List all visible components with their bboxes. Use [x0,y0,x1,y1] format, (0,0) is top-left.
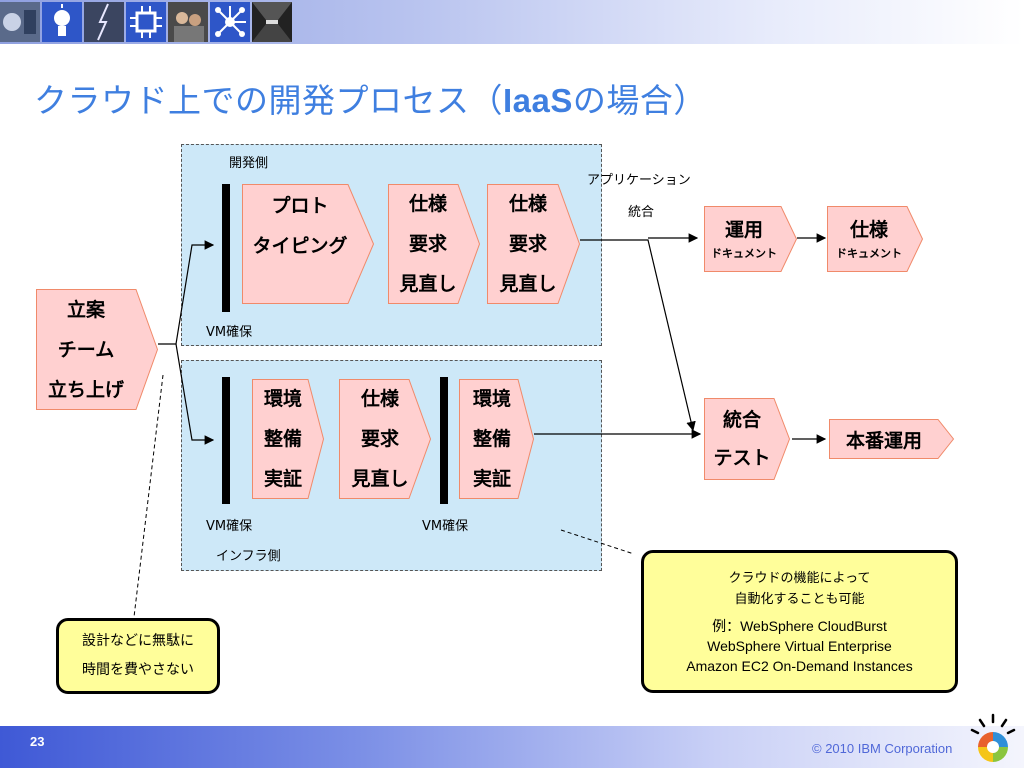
vm-bar [440,377,448,504]
app-integration-label: 統合 [628,205,655,220]
left-callout: 設計などに無駄に 時間を費やさない [56,618,220,694]
callout-text: 自動化することも可能 [734,591,865,607]
project-start-box: 立案チーム立ち上げ [36,289,159,410]
spec-review-box: 仕様要求見直し [487,184,581,304]
callout-text: 設計などに無駄に [82,633,194,649]
dev-side-label: 開発側 [229,156,269,171]
production-box: 本番運用 [829,419,955,459]
ibm-logo-icon [970,713,1016,762]
right-callout: クラウドの機能によって 自動化することも可能 例：WebSphere Cloud… [641,550,958,693]
corridor-image-icon [252,2,292,42]
prototyping-box: プロトタイピング [242,184,375,304]
footer-bar [0,726,1024,768]
network-icon [210,2,250,42]
operation-doc-box: 運用 ドキュメント [704,206,798,272]
callout-text: 例：WebSphere CloudBurst [712,617,887,634]
vm-bar [222,377,230,504]
spec-review-box: 仕様要求見直し [388,184,481,304]
callout-text: WebSphere Virtual Enterprise [707,637,892,654]
vm-allocation-label: VM確保 [422,519,469,534]
callout-text: Amazon EC2 On-Demand Instances [686,657,913,674]
chip-icon [126,2,166,42]
lightning-image-icon [84,2,124,42]
vm-allocation-label: VM確保 [206,519,253,534]
page-title: クラウド上での開発プロセス（IaaSの場合） [34,81,707,120]
circuit-image-icon [0,2,40,42]
vm-allocation-label: VM確保 [206,325,253,340]
vm-bar [222,184,230,312]
page-number: 23 [30,734,45,749]
spec-doc-box: 仕様 ドキュメント [827,206,924,272]
app-integration-label: アプリケーション [587,173,691,188]
integration-test-box: 統合テスト [704,398,791,480]
infra-side-label: インフラ側 [216,549,281,564]
env-setup-box: 環境整備実証 [459,379,535,499]
env-setup-box: 環境整備実証 [252,379,325,499]
spec-review-box: 仕様要求見直し [339,379,432,499]
header-banner [0,0,1024,44]
copyright-text: © 2010 IBM Corporation [812,741,953,756]
bulb-icon [42,2,82,42]
callout-text: 時間を費やさない [82,662,194,678]
callout-text: クラウドの機能によって [728,570,871,586]
people-image-icon [168,2,208,42]
